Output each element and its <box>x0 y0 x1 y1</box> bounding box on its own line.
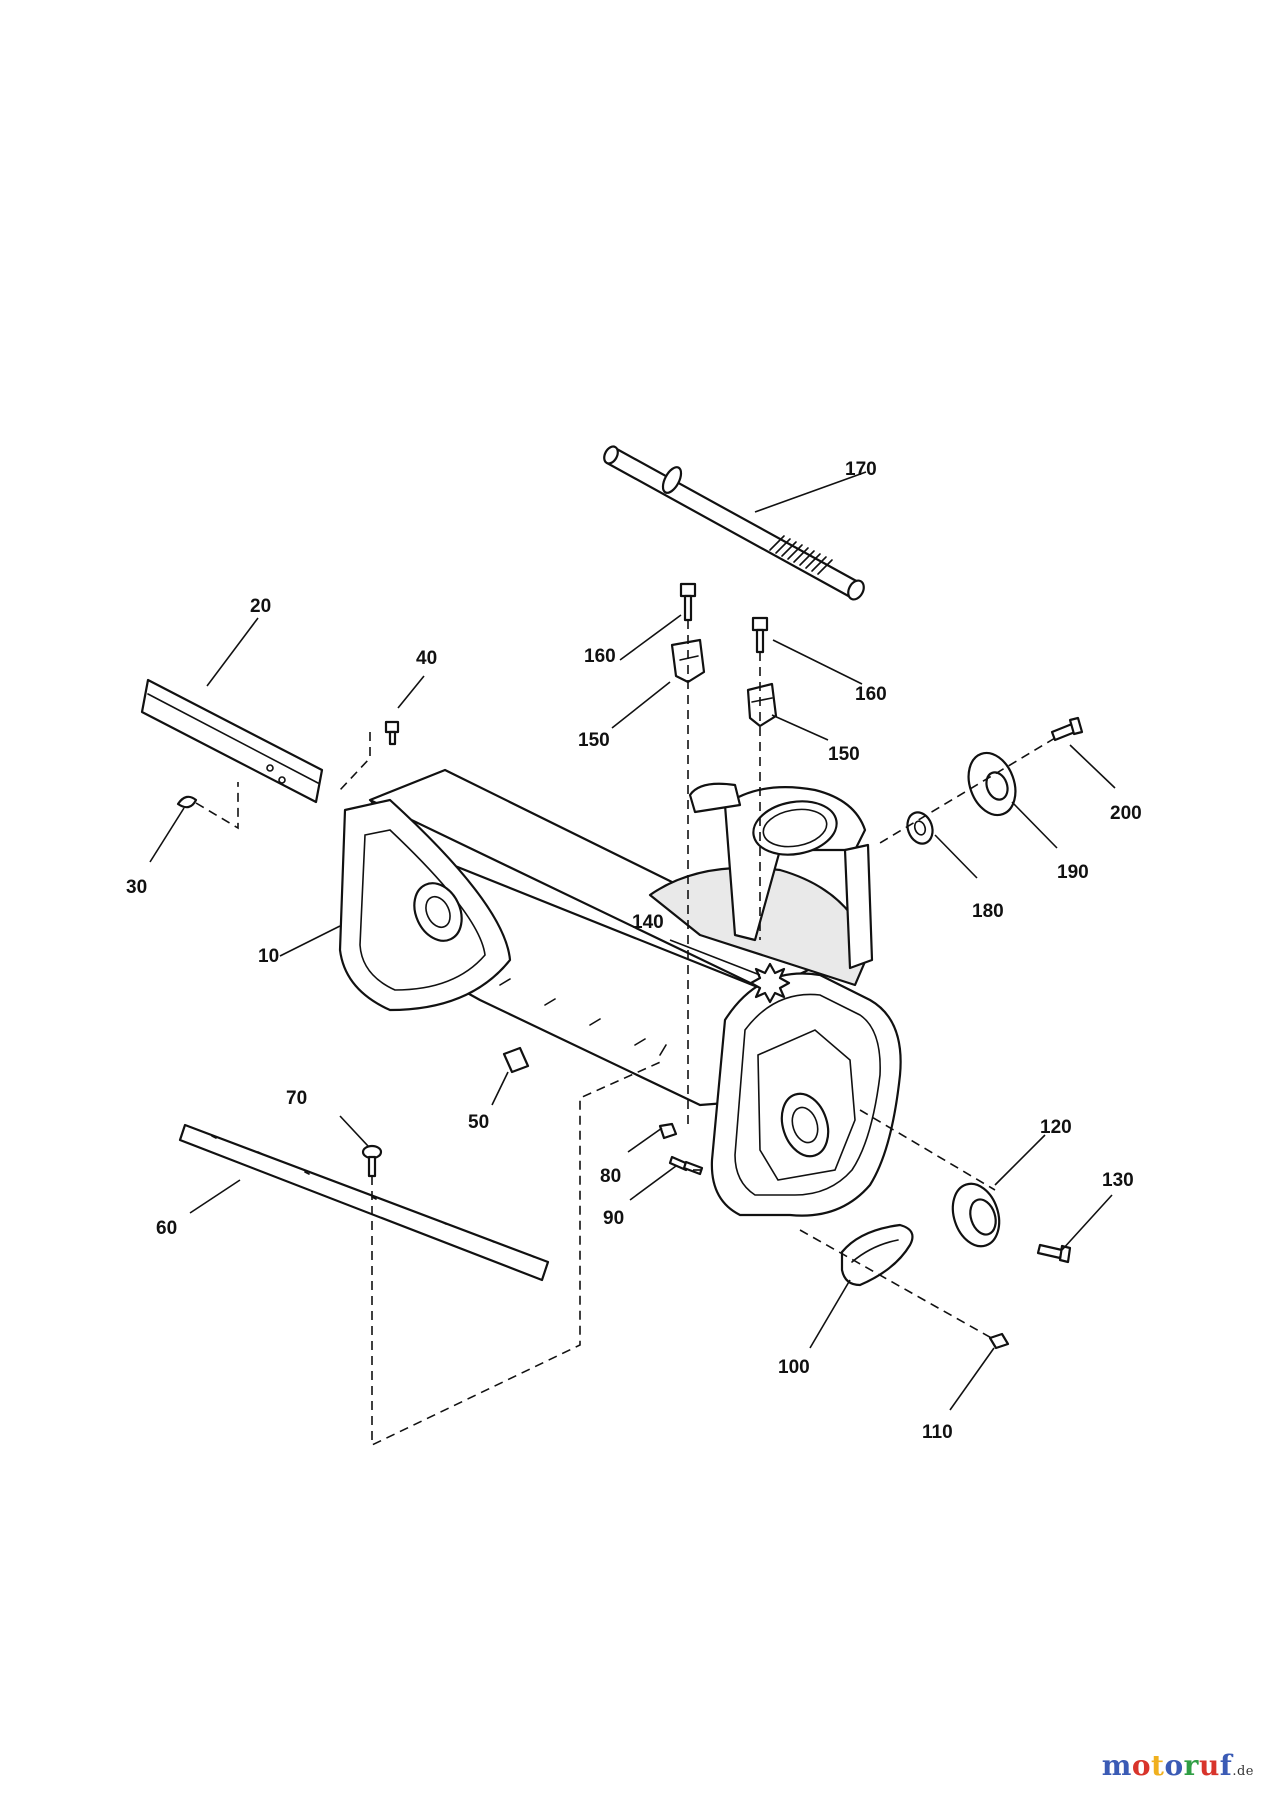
callout-170: 170 <box>845 459 877 480</box>
part-180-bearing <box>906 811 934 845</box>
leader-lines <box>149 471 1116 1411</box>
callout-130: 130 <box>1102 1170 1134 1191</box>
part-160-bolt-right <box>751 616 769 654</box>
watermark-letter: f <box>1219 1749 1233 1782</box>
assembly-lines <box>195 620 1056 1447</box>
part-120-bearing-flange <box>951 1182 1001 1248</box>
watermark-letter: u <box>1198 1749 1220 1782</box>
watermark-letter: r <box>1183 1749 1199 1782</box>
part-10-auger-housing <box>338 768 902 1217</box>
part-50-nut <box>502 1046 530 1074</box>
part-150-bracket-right <box>746 682 778 728</box>
part-20-rail <box>140 678 324 804</box>
callout-160-right: 160 <box>855 684 887 705</box>
part-30-pin <box>176 795 198 809</box>
callout-labels: 170 20 40 160 160 150 150 200 190 180 30… <box>126 459 1142 1443</box>
part-40-screw <box>384 720 400 746</box>
callout-200: 200 <box>1110 803 1142 824</box>
callout-100: 100 <box>778 1357 810 1378</box>
part-130-bolt <box>1036 1243 1072 1264</box>
part-90-bolt <box>668 1155 704 1176</box>
part-200-bolt <box>1050 716 1084 742</box>
callout-150-right: 150 <box>828 744 860 765</box>
callout-90: 90 <box>603 1208 624 1229</box>
part-190-flange <box>967 751 1017 817</box>
watermark-letter: o <box>1131 1749 1152 1782</box>
part-170-shaft <box>603 445 865 601</box>
watermark-letters: motoruf <box>1102 1749 1233 1782</box>
callout-190: 190 <box>1057 862 1089 883</box>
callout-180: 180 <box>972 901 1004 922</box>
callout-10: 10 <box>258 946 279 967</box>
part-110-nut <box>988 1332 1010 1350</box>
callout-80: 80 <box>600 1166 621 1187</box>
watermark-letter: o <box>1164 1749 1184 1782</box>
callout-120: 120 <box>1040 1117 1072 1138</box>
callout-20: 20 <box>250 596 271 617</box>
callout-140: 140 <box>632 912 664 933</box>
callout-50: 50 <box>468 1112 489 1133</box>
callout-30: 30 <box>126 877 147 898</box>
callout-160-left: 160 <box>584 646 616 667</box>
part-60-scraper-bar <box>178 1123 550 1282</box>
callout-60: 60 <box>156 1218 177 1239</box>
callout-110: 110 <box>922 1422 953 1443</box>
part-150-bracket-left <box>670 638 706 684</box>
part-160-bolt-left <box>679 582 697 622</box>
callout-70: 70 <box>286 1088 307 1109</box>
part-80-nut <box>658 1122 678 1140</box>
part-100-skid-shoe <box>840 1223 914 1287</box>
watermark-suffix: .de <box>1232 1764 1254 1779</box>
watermark-letter: m <box>1101 1749 1132 1782</box>
callout-150-left: 150 <box>578 730 610 751</box>
watermark-letter: t <box>1151 1749 1165 1782</box>
callout-40: 40 <box>416 648 437 669</box>
part-70-carriage-bolt <box>361 1144 383 1178</box>
watermark-logo: motoruf.de <box>1102 1749 1254 1782</box>
